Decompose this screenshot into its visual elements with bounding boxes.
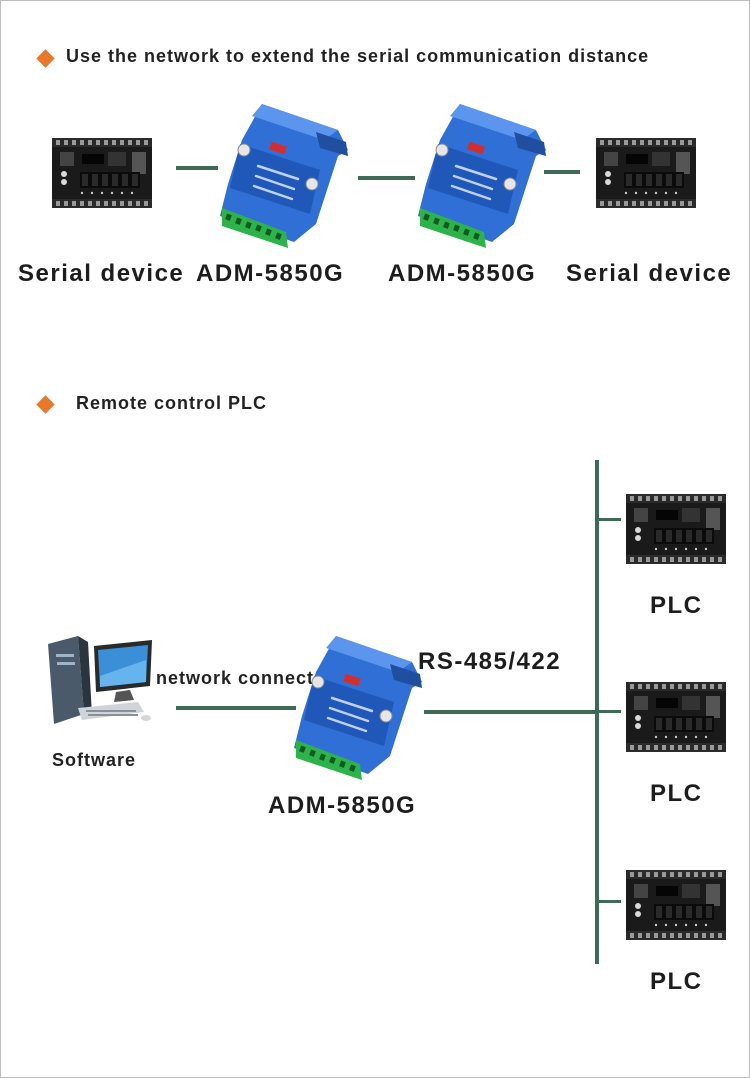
bus-branch-1 <box>597 518 621 521</box>
gateway-b <box>418 104 548 250</box>
label-network-connect: network connect <box>156 668 315 688</box>
rs485-link-line <box>424 710 596 714</box>
label-rs485-bus: RS-485/422 <box>418 648 562 675</box>
plc-device-1 <box>626 494 726 564</box>
label-plc-2: PLC <box>650 780 703 807</box>
label-gateway-c: ADM-5850G <box>268 792 417 819</box>
label-serial-device-left: Serial device <box>18 260 185 287</box>
link-line-1 <box>176 166 218 170</box>
gateway-a <box>220 104 350 250</box>
label-serial-device-right: Serial device <box>566 260 733 287</box>
label-plc-3: PLC <box>650 968 703 995</box>
plc-device-3 <box>626 870 726 940</box>
section1-title: Use the network to extend the serial com… <box>66 46 650 66</box>
computer-icon <box>48 636 152 724</box>
plc-device-2 <box>626 682 726 752</box>
link-line-3 <box>544 170 580 174</box>
label-gateway-a: ADM-5850G <box>196 260 345 287</box>
label-software: Software <box>52 750 137 770</box>
gateway-c <box>294 636 424 782</box>
label-plc-1: PLC <box>650 592 703 619</box>
bus-branch-3 <box>597 900 621 903</box>
serial-device-right <box>596 138 696 208</box>
network-link-line <box>176 706 296 710</box>
label-gateway-b: ADM-5850G <box>388 260 537 287</box>
section2-title: Remote control PLC <box>76 393 268 413</box>
link-line-2 <box>358 176 415 180</box>
serial-device-left <box>52 138 152 208</box>
bus-branch-2 <box>597 710 621 713</box>
